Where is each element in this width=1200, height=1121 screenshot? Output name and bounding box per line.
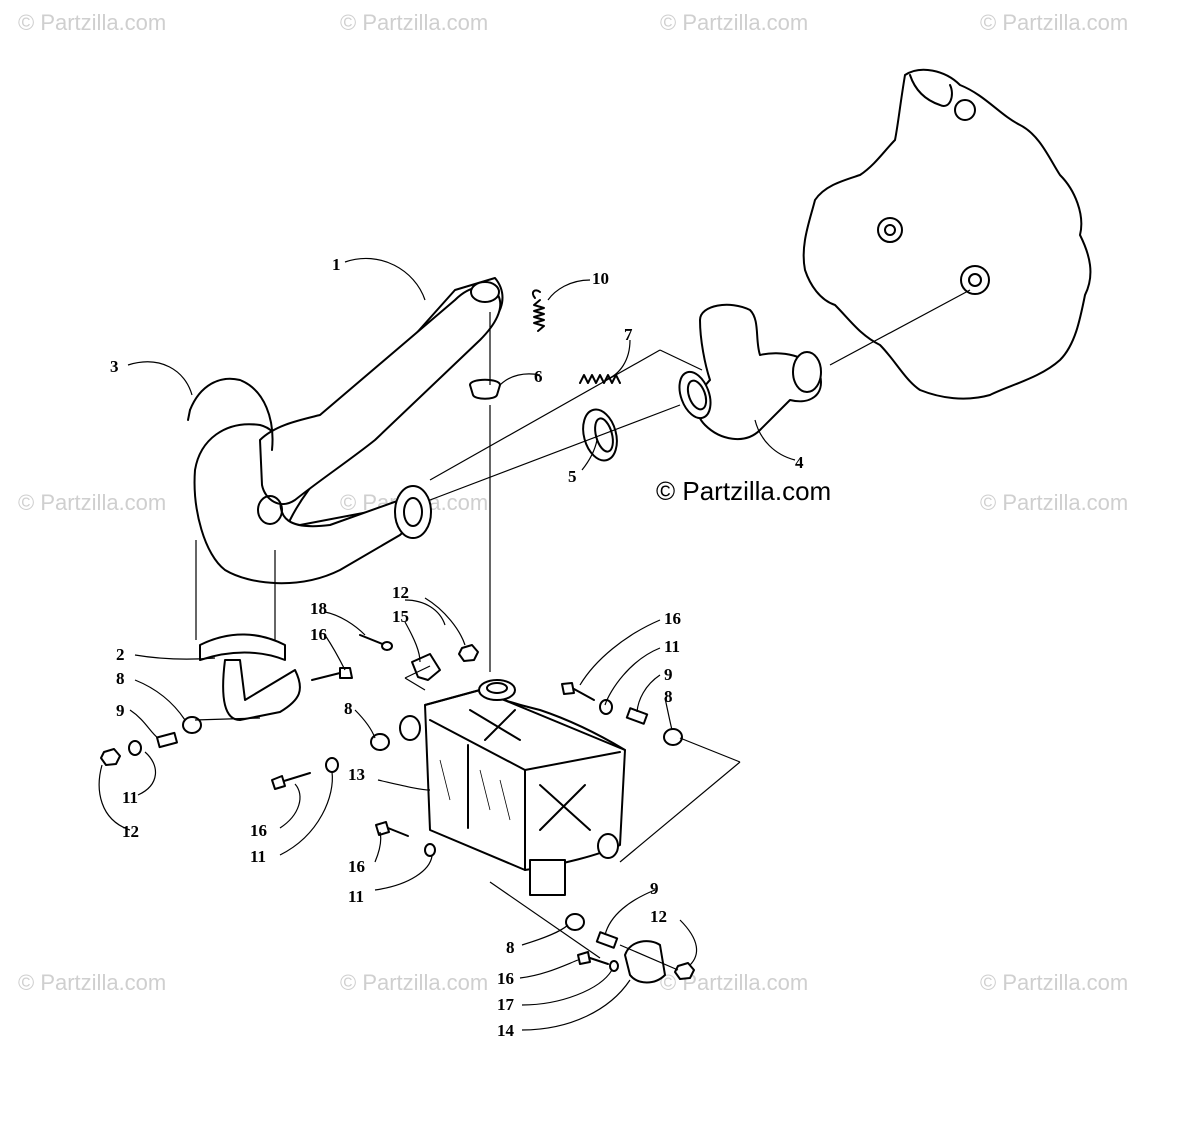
watermark-ml: © Partzilla.com xyxy=(18,490,166,515)
callout-11-right: 11 xyxy=(664,637,680,656)
callouts: 1 2 3 4 5 6 7 8 8 8 8 9 9 9 10 11 11 11 … xyxy=(110,255,804,1040)
callout-11-left: 11 xyxy=(122,788,138,807)
watermark-tl: © Partzilla.com xyxy=(18,10,166,35)
callout-2: 2 xyxy=(116,645,125,664)
watermark-center: © Partzilla.com xyxy=(656,476,831,506)
callout-16-lower: 16 xyxy=(348,857,365,876)
callout-14: 14 xyxy=(497,1021,515,1040)
callout-8-right: 8 xyxy=(664,687,673,706)
callout-16-mid: 16 xyxy=(250,821,267,840)
callout-12-bottom: 12 xyxy=(650,907,667,926)
watermark-mr: © Partzilla.com xyxy=(980,490,1128,515)
callout-3: 3 xyxy=(110,357,119,376)
grommet-6 xyxy=(469,378,501,400)
callout-12-left: 12 xyxy=(122,822,139,841)
callout-1: 1 xyxy=(332,255,341,274)
callout-leaders xyxy=(98,257,796,1031)
callout-11-lower: 11 xyxy=(348,887,364,906)
callout-9-right: 9 xyxy=(664,665,673,684)
callout-9-bottom: 9 xyxy=(650,879,659,898)
callout-16-bracket: 16 xyxy=(310,625,327,644)
bracket-15 xyxy=(411,653,441,681)
muffler xyxy=(187,277,504,585)
callout-7: 7 xyxy=(624,325,633,344)
callout-18: 18 xyxy=(310,599,327,618)
callout-9-left: 9 xyxy=(116,701,125,720)
callout-13: 13 xyxy=(348,765,365,784)
spring-10 xyxy=(531,289,545,332)
watermark-bl: © Partzilla.com xyxy=(18,970,166,995)
watermark-bc1: © Partzilla.com xyxy=(340,970,488,995)
watermark-tc2: © Partzilla.com xyxy=(660,10,808,35)
callout-8-left: 8 xyxy=(116,669,125,688)
callout-10: 10 xyxy=(592,269,609,288)
callout-15: 15 xyxy=(392,607,409,626)
watermark-br: © Partzilla.com xyxy=(980,970,1128,995)
callout-12-top: 12 xyxy=(392,583,409,602)
callout-6: 6 xyxy=(534,367,543,386)
callout-16-right: 16 xyxy=(664,609,681,628)
watermarks: © Partzilla.com © Partzilla.com © Partzi… xyxy=(18,10,1128,995)
callout-11-mid: 11 xyxy=(250,847,266,866)
watermark-tr: © Partzilla.com xyxy=(980,10,1128,35)
hanger-bracket-2 xyxy=(199,633,301,721)
manifold-4 xyxy=(678,303,822,441)
callout-4: 4 xyxy=(795,453,804,472)
spring-7 xyxy=(579,374,621,384)
assembly-lines xyxy=(194,289,971,971)
silencer-13 xyxy=(399,679,626,896)
callout-8-bottom: 8 xyxy=(506,938,515,957)
callout-5: 5 xyxy=(568,467,577,486)
hardware xyxy=(100,634,695,980)
callout-17: 17 xyxy=(497,995,515,1014)
engine-outline xyxy=(802,68,1092,400)
callout-16-bottom: 16 xyxy=(497,969,514,988)
watermark-tc1: © Partzilla.com xyxy=(340,10,488,35)
callout-8-mid: 8 xyxy=(344,699,353,718)
